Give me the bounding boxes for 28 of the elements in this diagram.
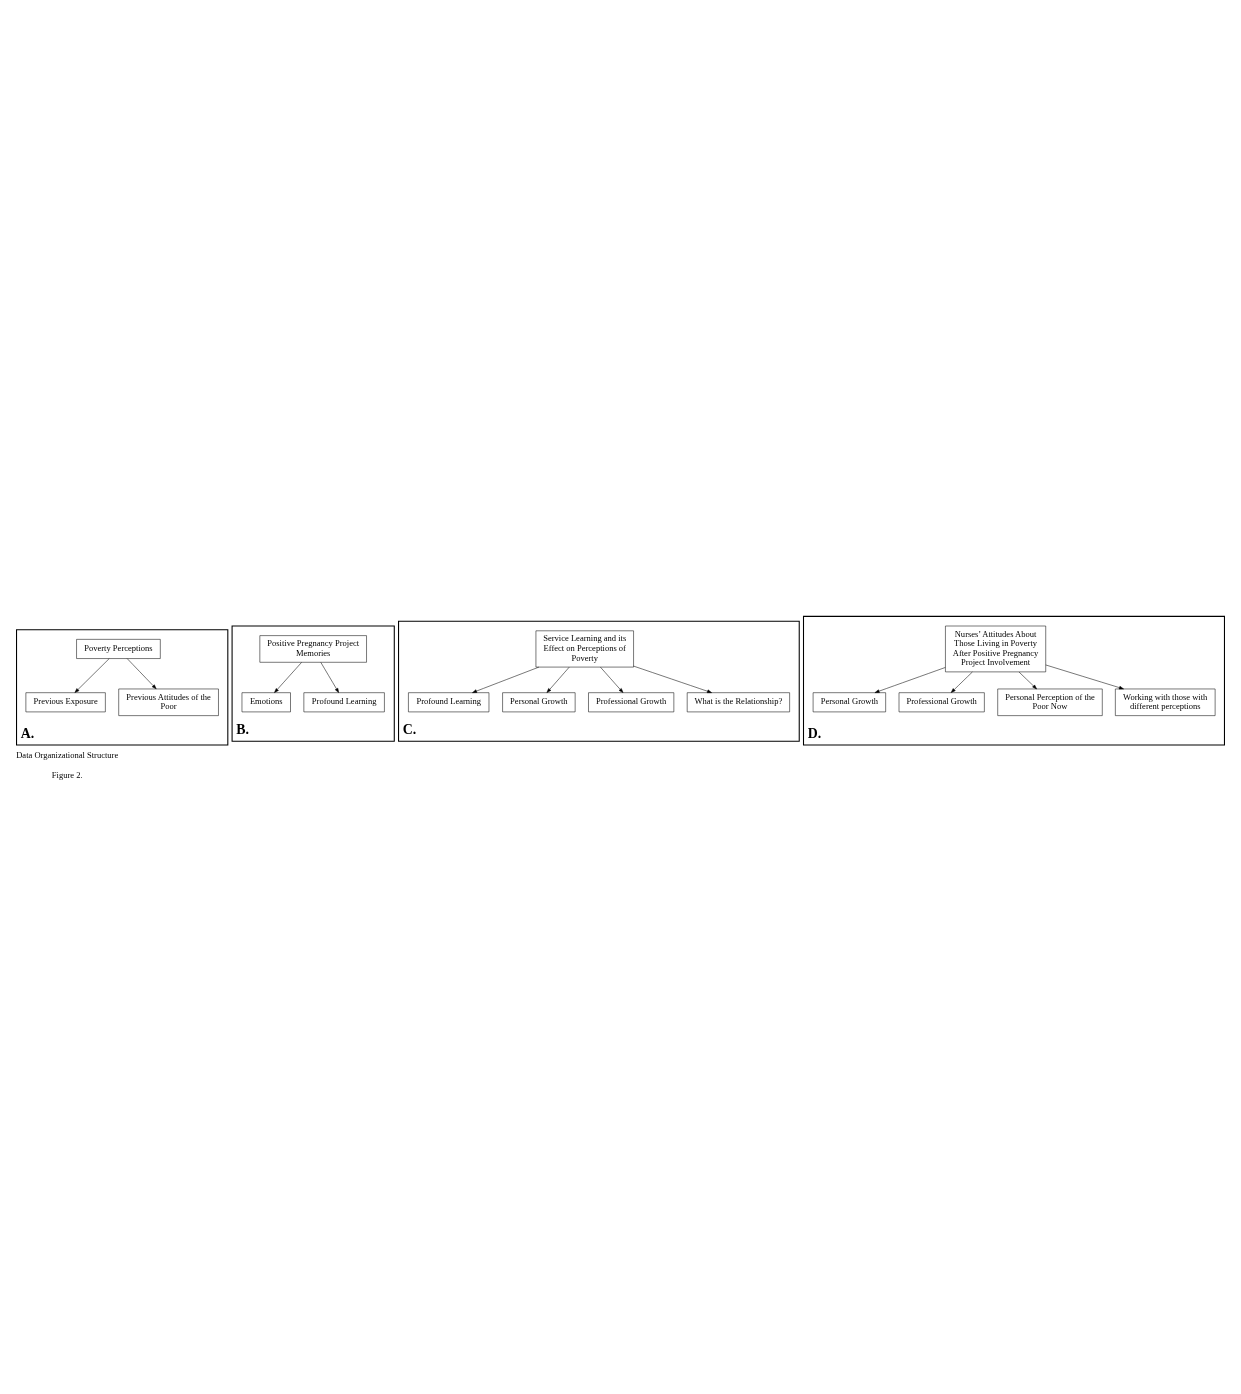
node-box: Professional Growth (588, 691, 675, 712)
node-box: Personal Growth (502, 691, 576, 712)
arrow (126, 657, 157, 689)
node-box: Profound Learning (408, 691, 490, 712)
node-box: Previous Attitudes of the Poor (118, 688, 219, 716)
diagram-title: Data Organizational Structure (16, 749, 119, 760)
node-box: Emotions (241, 691, 291, 712)
node-box: Service Learning and its Effect on Perceptions of Poverty (535, 630, 634, 667)
arrow (320, 661, 339, 693)
node-box: Poverty Perceptions (76, 638, 161, 659)
node-box: Previous Exposure (25, 691, 106, 712)
arrow (633, 665, 712, 693)
arrow (950, 671, 973, 693)
node-box: Personal Perception of the Poor Now (997, 688, 1103, 716)
node-box: Profound Learning (303, 691, 385, 712)
node-box: Positive Pregnancy Project Memories (259, 634, 367, 663)
arrow (1018, 671, 1037, 689)
arrow (874, 666, 946, 693)
arrow (74, 657, 110, 693)
arrow (600, 666, 624, 693)
arrow (274, 661, 302, 693)
arrow (1045, 664, 1124, 689)
node-box: Professional Growth (898, 691, 985, 712)
arrow (546, 666, 570, 693)
arrow (472, 666, 540, 693)
caption: Figure 2. (51, 769, 83, 780)
node-box: Nurses’ Attitudes About Those Living in Poverty After Positive Pregnancy Project Involvement (945, 625, 1046, 672)
node-box: Working with those with different perceptions (1115, 688, 1216, 716)
